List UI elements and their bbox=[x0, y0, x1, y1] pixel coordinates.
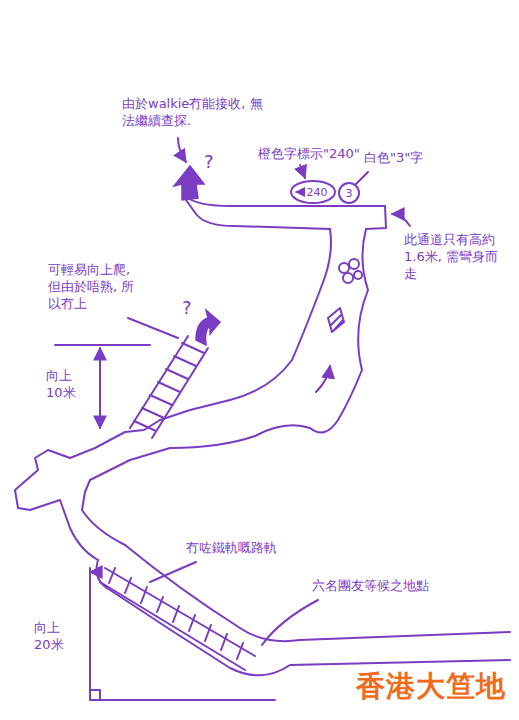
leader-line bbox=[262, 600, 318, 645]
note-text: 冇咗鐵軌嘅路軌 bbox=[186, 540, 326, 557]
node-outline bbox=[339, 183, 359, 203]
watermark: 香港大笪地 bbox=[356, 668, 516, 706]
tunnel-wall bbox=[90, 229, 368, 480]
tunnel-wall bbox=[97, 560, 511, 675]
rock-symbol bbox=[343, 273, 353, 283]
right-angle-mark bbox=[90, 690, 100, 700]
note-text: 六名團友等候之地點 bbox=[312, 578, 430, 595]
question-mark: ? bbox=[204, 150, 224, 173]
marker-text: 3 bbox=[338, 182, 360, 204]
rock-symbol bbox=[349, 259, 359, 269]
leader-line bbox=[178, 138, 186, 162]
leader-line bbox=[128, 318, 178, 338]
note-text: 白色"3"字 bbox=[364, 150, 442, 167]
rail-track bbox=[105, 568, 255, 656]
tunnel-wall bbox=[186, 200, 330, 229]
tunnel-wall bbox=[125, 545, 510, 641]
dimension-line bbox=[99, 348, 101, 428]
rock-symbol bbox=[354, 271, 362, 279]
dimension-label: 向上 10米 bbox=[46, 368, 76, 402]
dimension-line bbox=[55, 344, 150, 346]
rail-track bbox=[109, 568, 243, 659]
dead-end-arrow bbox=[196, 310, 220, 345]
tunnel-wall bbox=[82, 480, 125, 545]
route-marker-circle: 3 bbox=[338, 182, 360, 204]
direction-arrow bbox=[296, 191, 302, 193]
note-text: 由於walkie冇能接收, 無法繼續查探. bbox=[122, 96, 272, 130]
leader-line bbox=[150, 562, 196, 582]
hatched-block bbox=[328, 308, 344, 332]
rail-track bbox=[100, 582, 245, 670]
ladder-symbol bbox=[134, 343, 204, 431]
note-text: 可輕易向上爬,但由於唔熟, 所以冇上 bbox=[48, 262, 140, 313]
node-outline bbox=[291, 181, 335, 203]
route-marker-oval: 240 bbox=[290, 180, 336, 204]
leader-line bbox=[300, 165, 305, 178]
dimension-label: 向上 20米 bbox=[34, 620, 64, 654]
tunnel-wall bbox=[152, 348, 208, 438]
tunnel-wall bbox=[160, 229, 331, 420]
tunnel-wall bbox=[15, 420, 160, 560]
direction-arrow bbox=[316, 366, 330, 392]
rock-symbol bbox=[339, 263, 349, 273]
dead-end-arrow bbox=[174, 166, 204, 200]
marker-text: 240 bbox=[290, 180, 336, 204]
question-mark: ? bbox=[182, 296, 202, 319]
dimension-line bbox=[90, 568, 275, 700]
note-text: 此通道只有高約1.6米, 需彎身而走 bbox=[404, 232, 504, 283]
leader-line bbox=[392, 214, 410, 226]
leader-line bbox=[356, 172, 368, 184]
